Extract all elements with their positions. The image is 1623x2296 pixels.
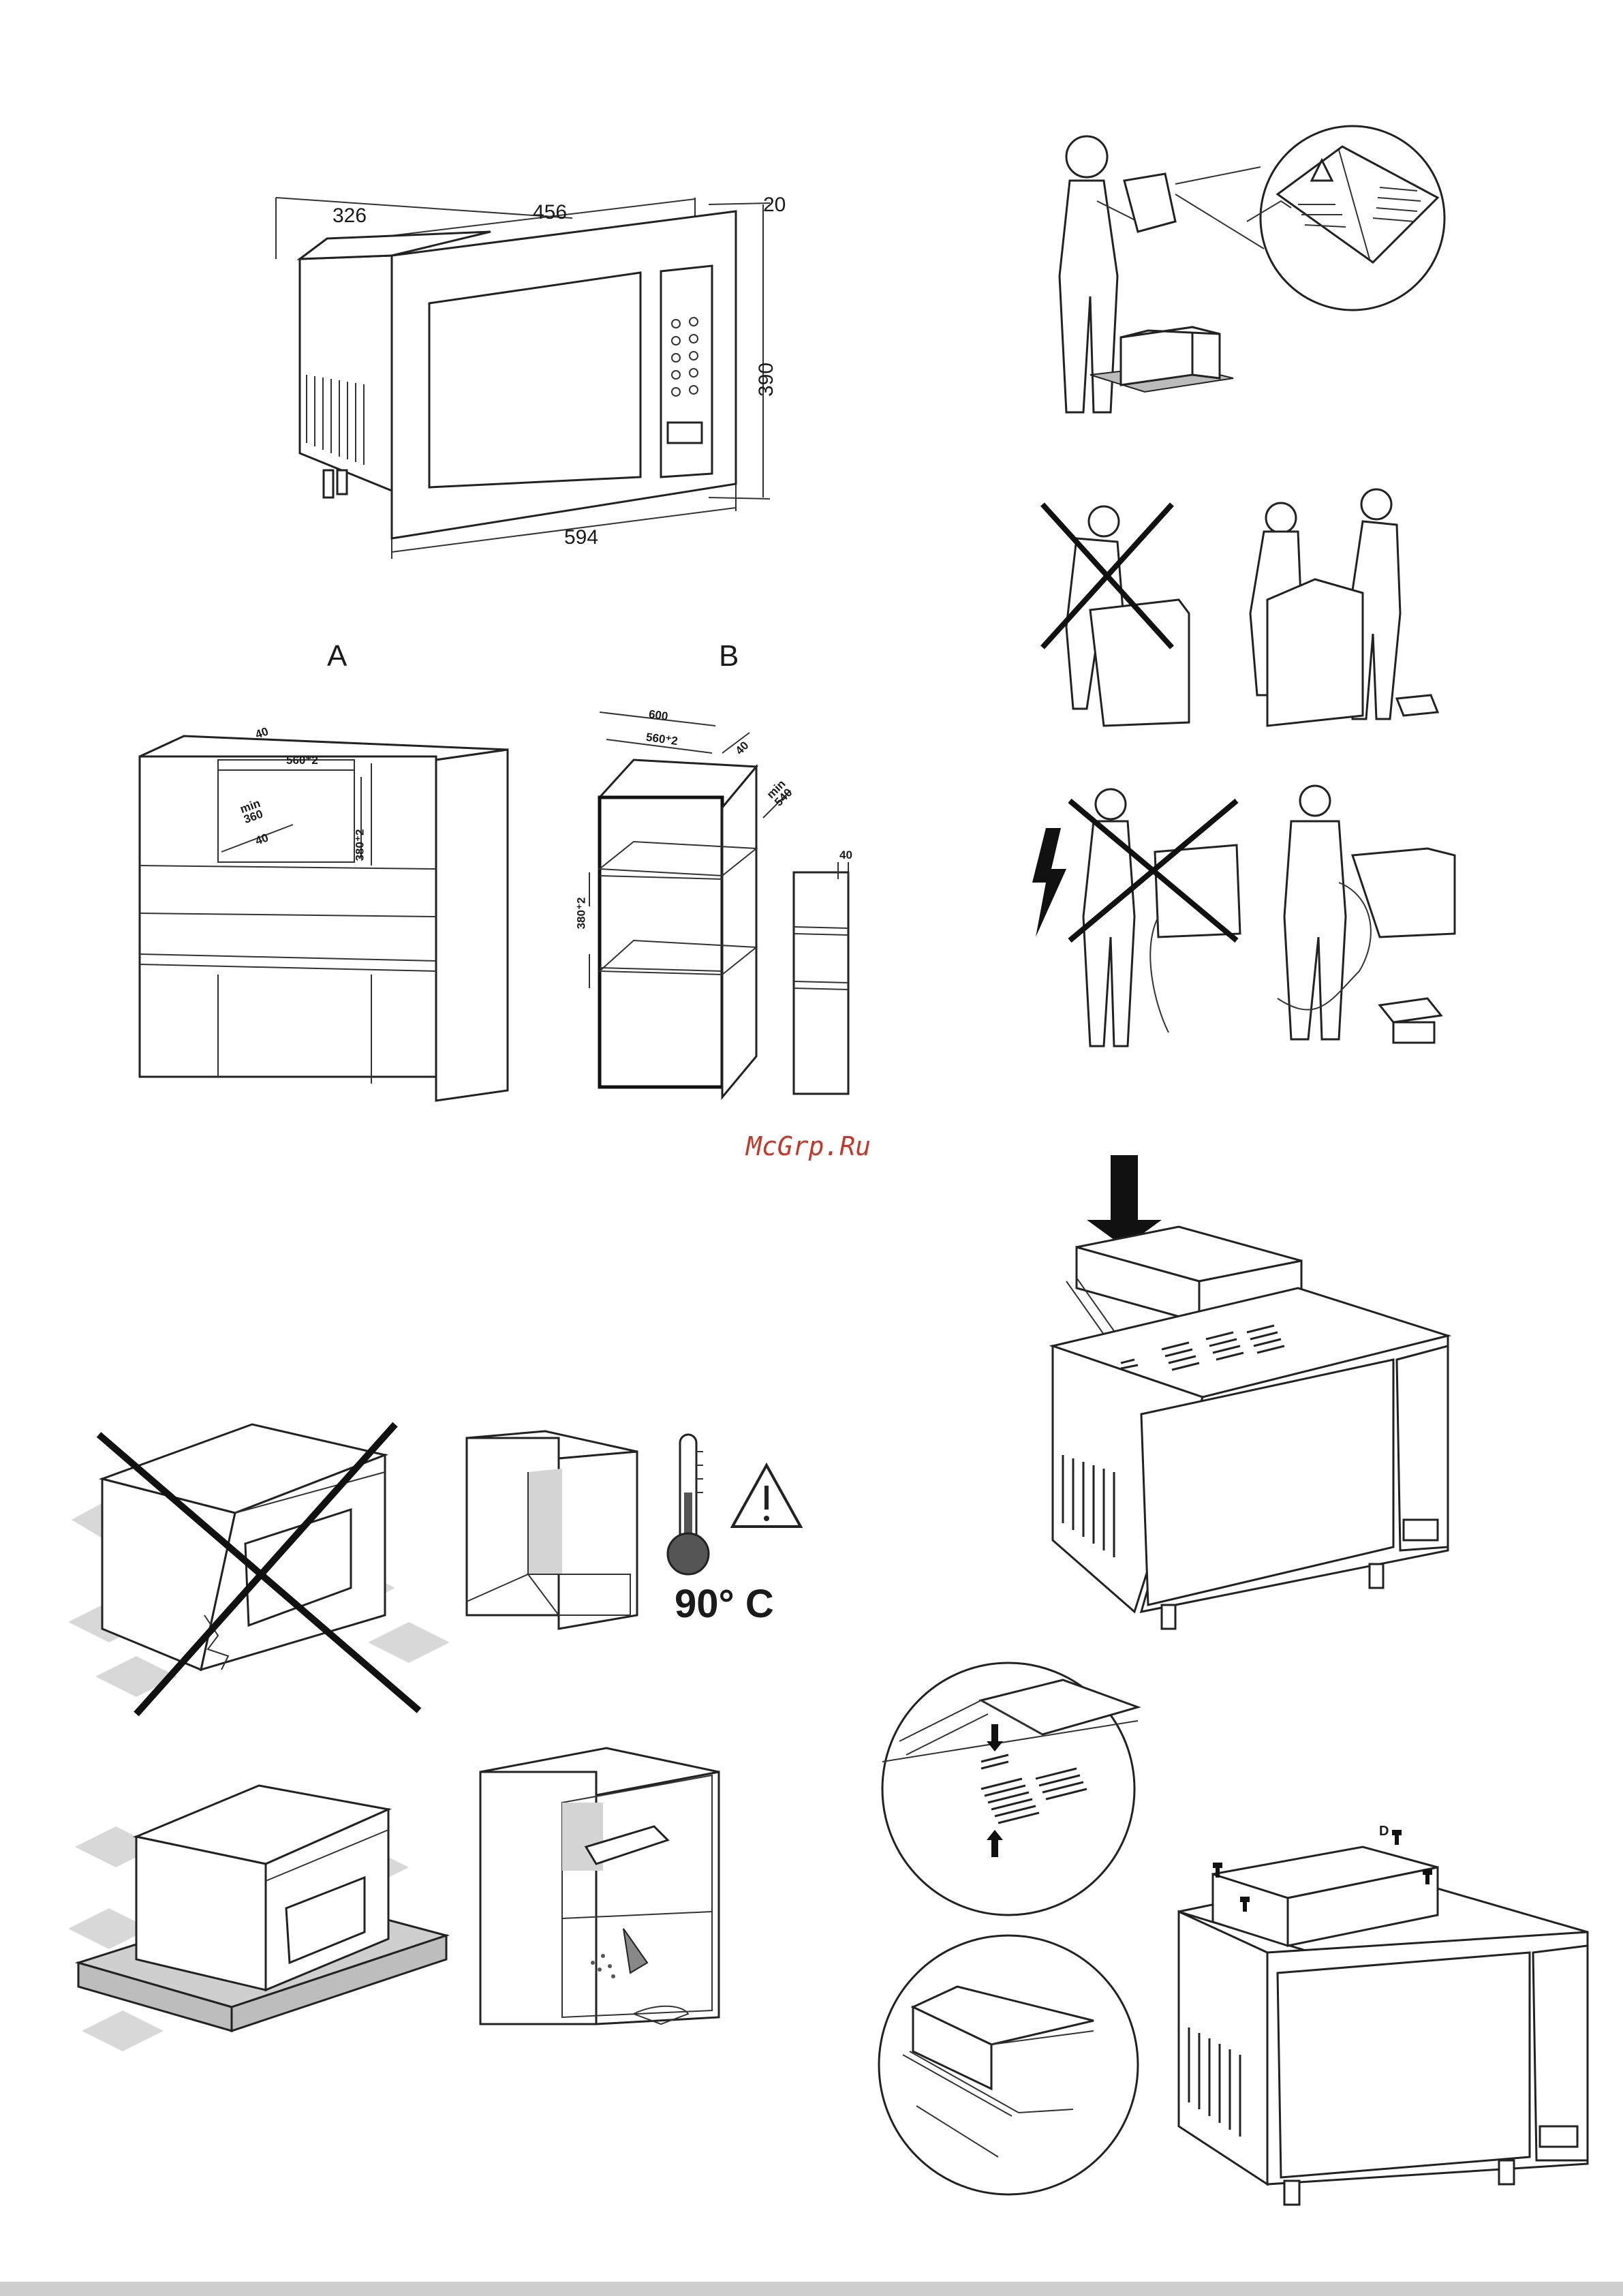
cabinet-a-label: A	[327, 639, 347, 673]
screw-label: D	[1379, 1824, 1389, 1839]
microwave-dimension-drawing	[259, 184, 818, 579]
cabinet-b-dim-380: 380⁺2	[574, 898, 588, 930]
cabinet-b-dim-40-side: 40	[839, 848, 852, 862]
detail-circle-top-drawing	[879, 1659, 1138, 1918]
electrician-drawing	[1019, 780, 1462, 1053]
page-footer-bar	[0, 2282, 1623, 2296]
cabinet-b-label: B	[719, 639, 739, 673]
cabinet-a-drawing	[136, 729, 518, 1104]
microwave-on-pallet-drawing	[68, 1772, 450, 2072]
damaged-microwave-drawing	[68, 1411, 450, 1724]
cleaning-cabinet-drawing	[477, 1745, 722, 2058]
temperature-value: 90° C	[675, 1581, 774, 1627]
cabinet-a-dim-560: 560⁺2	[286, 754, 318, 767]
cabinet-a-dim-380: 380⁺2	[353, 829, 367, 861]
open-cabinet-drawing	[463, 1431, 640, 1636]
dimension-390: 390	[755, 363, 778, 397]
assembled-microwave-drawing	[1172, 1816, 1594, 2211]
cabinet-b-dim-600: 600	[648, 707, 669, 724]
lifting-warning-drawing	[1029, 491, 1451, 743]
cabinet-b-drawing	[586, 702, 872, 1104]
watermark-text: McGrp.Ru	[746, 1131, 871, 1161]
detail-circle-bottom-drawing	[876, 1932, 1141, 2198]
thermometer-icon	[661, 1431, 715, 1581]
dimension-456: 456	[533, 201, 567, 224]
top-panel-drawing	[1053, 1155, 1462, 1632]
dimension-326: 326	[333, 204, 367, 228]
dimension-594: 594	[564, 526, 598, 549]
warning-triangle-icon	[729, 1462, 804, 1530]
dimension-20: 20	[763, 194, 786, 217]
person-reading-manual-drawing	[1029, 119, 1472, 426]
